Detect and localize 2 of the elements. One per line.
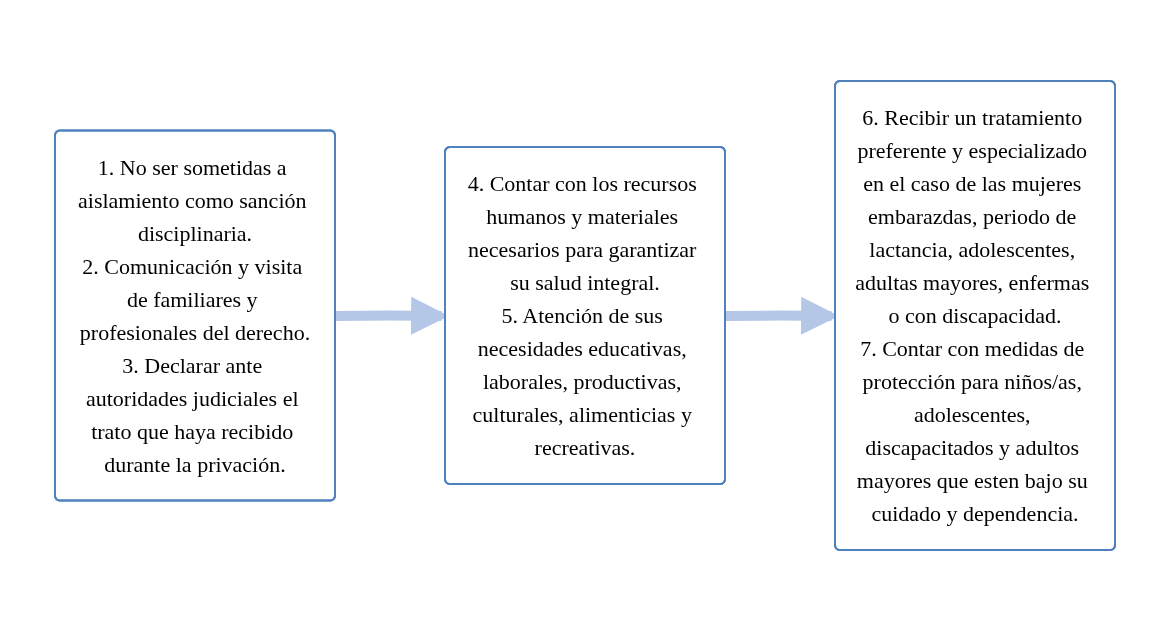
node-text: 6. Recibir un tratamiento preferente y especializado en el caso de las mujeres embarazdas, periodo de lactancia, adolescentes, adultas mayores, enfermas o con discapacidad. 7. Contar con medidas de protección para niños/as, adolescentes, discapacitados y adultos mayores que esten bajo su cuidado y dependencia. <box>854 104 1089 526</box>
node-text: 4. Contar con los recursos humanos y materiales necesarios para garantizar su salud integral. 5. Atención de sus necesidades educativas, laborales, productivas, culturales, alimenticias y recreativas. <box>467 170 697 460</box>
